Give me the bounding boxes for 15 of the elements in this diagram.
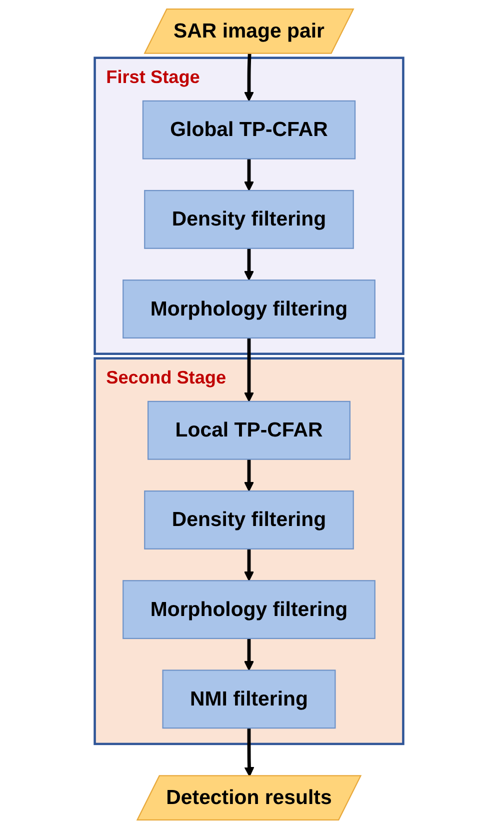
arrow	[244, 728, 254, 777]
node-box: Density filtering	[144, 490, 354, 550]
node-box: Local TP-CFAR	[148, 400, 350, 460]
arrow	[244, 54, 254, 102]
arrow	[244, 338, 254, 402]
node-box: NMI filtering	[162, 670, 336, 729]
node-box: Morphology filtering	[122, 580, 376, 640]
node-box: Morphology filtering	[122, 280, 376, 339]
arrow	[244, 248, 254, 281]
arrow	[244, 638, 254, 671]
node-box: Density filtering	[144, 190, 354, 249]
arrow	[244, 459, 254, 492]
arrow	[244, 158, 254, 191]
node-box: Global TP-CFAR	[142, 100, 356, 160]
arrow	[244, 548, 254, 582]
